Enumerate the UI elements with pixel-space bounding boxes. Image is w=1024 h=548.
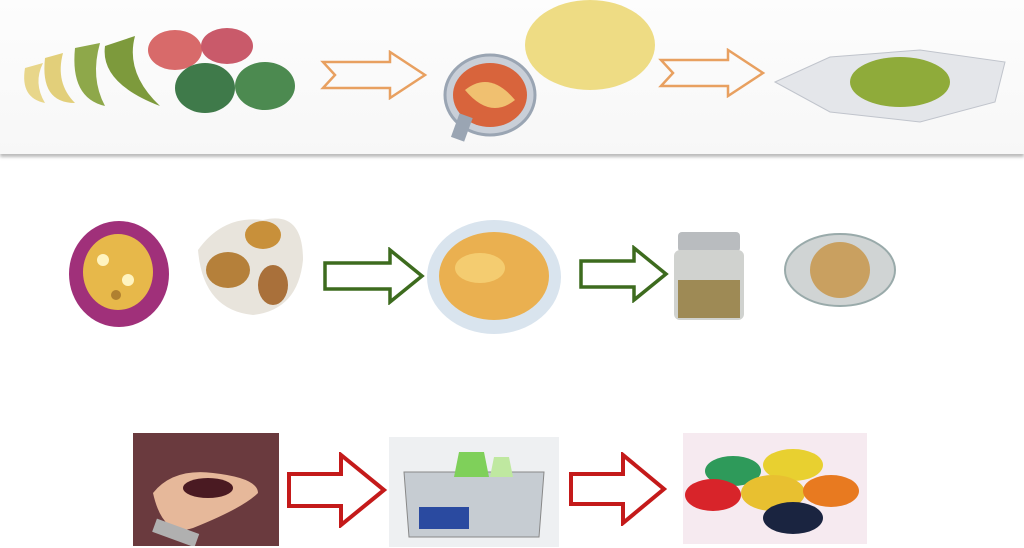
hand-holding-soil-image	[133, 433, 279, 546]
bananas-and-mangoes-image	[15, 28, 305, 113]
powder-jar-image	[672, 230, 748, 322]
seeds-in-cloth-image	[193, 210, 308, 318]
blender-peels-image	[430, 0, 660, 145]
row2-arrow-1	[322, 247, 426, 305]
row2-arrow-2	[578, 245, 670, 303]
ultrasonic-bath-image	[389, 437, 559, 547]
row1-arrow-1	[320, 50, 430, 100]
seeds-on-plate-image	[68, 220, 170, 328]
colored-pigment-powders-image	[683, 433, 867, 544]
jar-top-view-image	[783, 232, 897, 308]
row3-arrow-1	[286, 452, 388, 528]
row1-arrow-2	[658, 48, 768, 98]
row3-arrow-2	[568, 452, 668, 526]
dried-peel-powder-on-foil-image	[770, 42, 1010, 127]
pulp-in-bowl-image	[425, 218, 563, 336]
